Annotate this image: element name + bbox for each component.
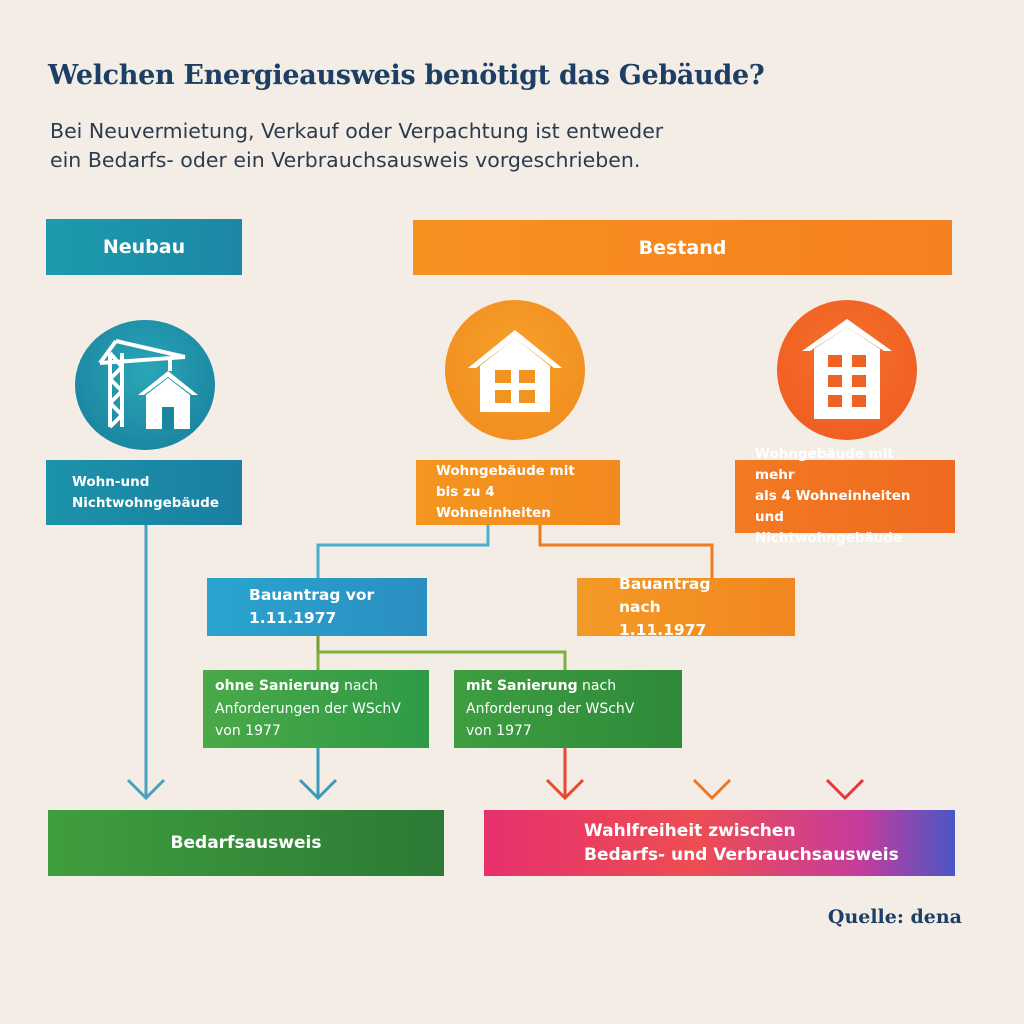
question-after-1977: Bauantrag nach 1.11.1977 xyxy=(577,575,795,639)
type-large-building: Wohngebäude mit mehr als 4 Wohneinheiten… xyxy=(735,446,955,546)
result-choice-line-1: Wahlfreiheit zwischen xyxy=(584,821,796,841)
large-building-icon-circle xyxy=(777,300,917,440)
renovation-without: ohne Sanierung nach Anforderungen der WS… xyxy=(203,670,429,748)
subtitle-line-1: Bei Neuvermietung, Verkauf oder Verpacht… xyxy=(50,119,664,143)
subtitle: Bei Neuvermietung, Verkauf oder Verpacht… xyxy=(50,117,750,175)
renovation-without-line-2: Anforderungen der WSchV xyxy=(215,700,401,717)
result-demand-certificate: Bedarfsausweis xyxy=(48,810,444,876)
renovation-with: mit Sanierung nach Anforderung der WSchV… xyxy=(454,670,682,748)
crane-house-icon xyxy=(98,339,198,429)
small-building-icon-circle xyxy=(445,300,585,440)
page-title: Welchen Energieausweis benötigt das Gebä… xyxy=(48,60,765,91)
renovation-with-line-2: Anforderung der WSchV xyxy=(466,700,635,717)
renovation-without-bold: ohne Sanierung xyxy=(215,678,340,695)
question-before-line-1: Bauantrag vor xyxy=(249,586,375,604)
type-large-line-1: Wohngebäude mit mehr xyxy=(755,446,894,483)
type-neubau-line-1: Wohn-und xyxy=(72,473,150,490)
source-credit: Quelle: dena xyxy=(827,906,962,928)
question-before-1977: Bauantrag vor 1.11.1977 xyxy=(207,578,427,636)
type-large-line-3: Nichtwohngebäude xyxy=(755,530,902,546)
arrowhead-with xyxy=(545,778,585,801)
renovation-with-rest: nach xyxy=(577,678,617,695)
connector-small-to-before xyxy=(316,525,490,580)
question-after-line-2: 1.11.1977 xyxy=(619,620,707,639)
connector-small-to-after xyxy=(538,525,714,580)
renovation-with-bold: mit Sanierung xyxy=(466,678,578,695)
renovation-with-line-3: von 1977 xyxy=(466,723,532,740)
connector-before-branches xyxy=(318,650,567,670)
type-neubau-line-2: Nichtwohngebäude xyxy=(72,494,219,511)
type-small-line-2: bis zu 4 Wohneinheiten xyxy=(436,484,551,521)
result-free-choice: Wahlfreiheit zwischen Bedarfs- und Verbr… xyxy=(484,810,955,876)
type-neubau: Wohn-und Nichtwohngebäude xyxy=(46,460,242,525)
result-demand-label: Bedarfsausweis xyxy=(170,833,322,853)
subtitle-line-2: ein Bedarfs- oder ein Verbrauchsausweis … xyxy=(50,148,641,172)
question-before-line-2: 1.11.1977 xyxy=(249,609,337,627)
renovation-without-rest: nach xyxy=(339,678,379,695)
header-bestand: Bestand xyxy=(413,220,952,275)
result-choice-line-2: Bedarfs- und Verbrauchsausweis xyxy=(584,845,899,865)
header-neubau: Neubau xyxy=(46,219,242,275)
apartment-building-icon xyxy=(802,319,892,419)
type-large-line-2: als 4 Wohneinheiten und xyxy=(755,488,911,525)
arrowhead-without xyxy=(298,778,338,801)
neubau-icon-circle xyxy=(75,320,215,450)
type-small-building: Wohngebäude mit bis zu 4 Wohneinheiten xyxy=(416,460,620,525)
arrowhead-large xyxy=(825,778,865,801)
type-small-line-1: Wohngebäude mit xyxy=(436,463,575,479)
question-after-line-1: Bauantrag nach xyxy=(619,574,711,616)
arrowhead-neubau xyxy=(126,778,166,801)
renovation-without-line-3: von 1977 xyxy=(215,723,281,740)
house-icon xyxy=(468,330,562,412)
arrowhead-after xyxy=(692,778,732,801)
